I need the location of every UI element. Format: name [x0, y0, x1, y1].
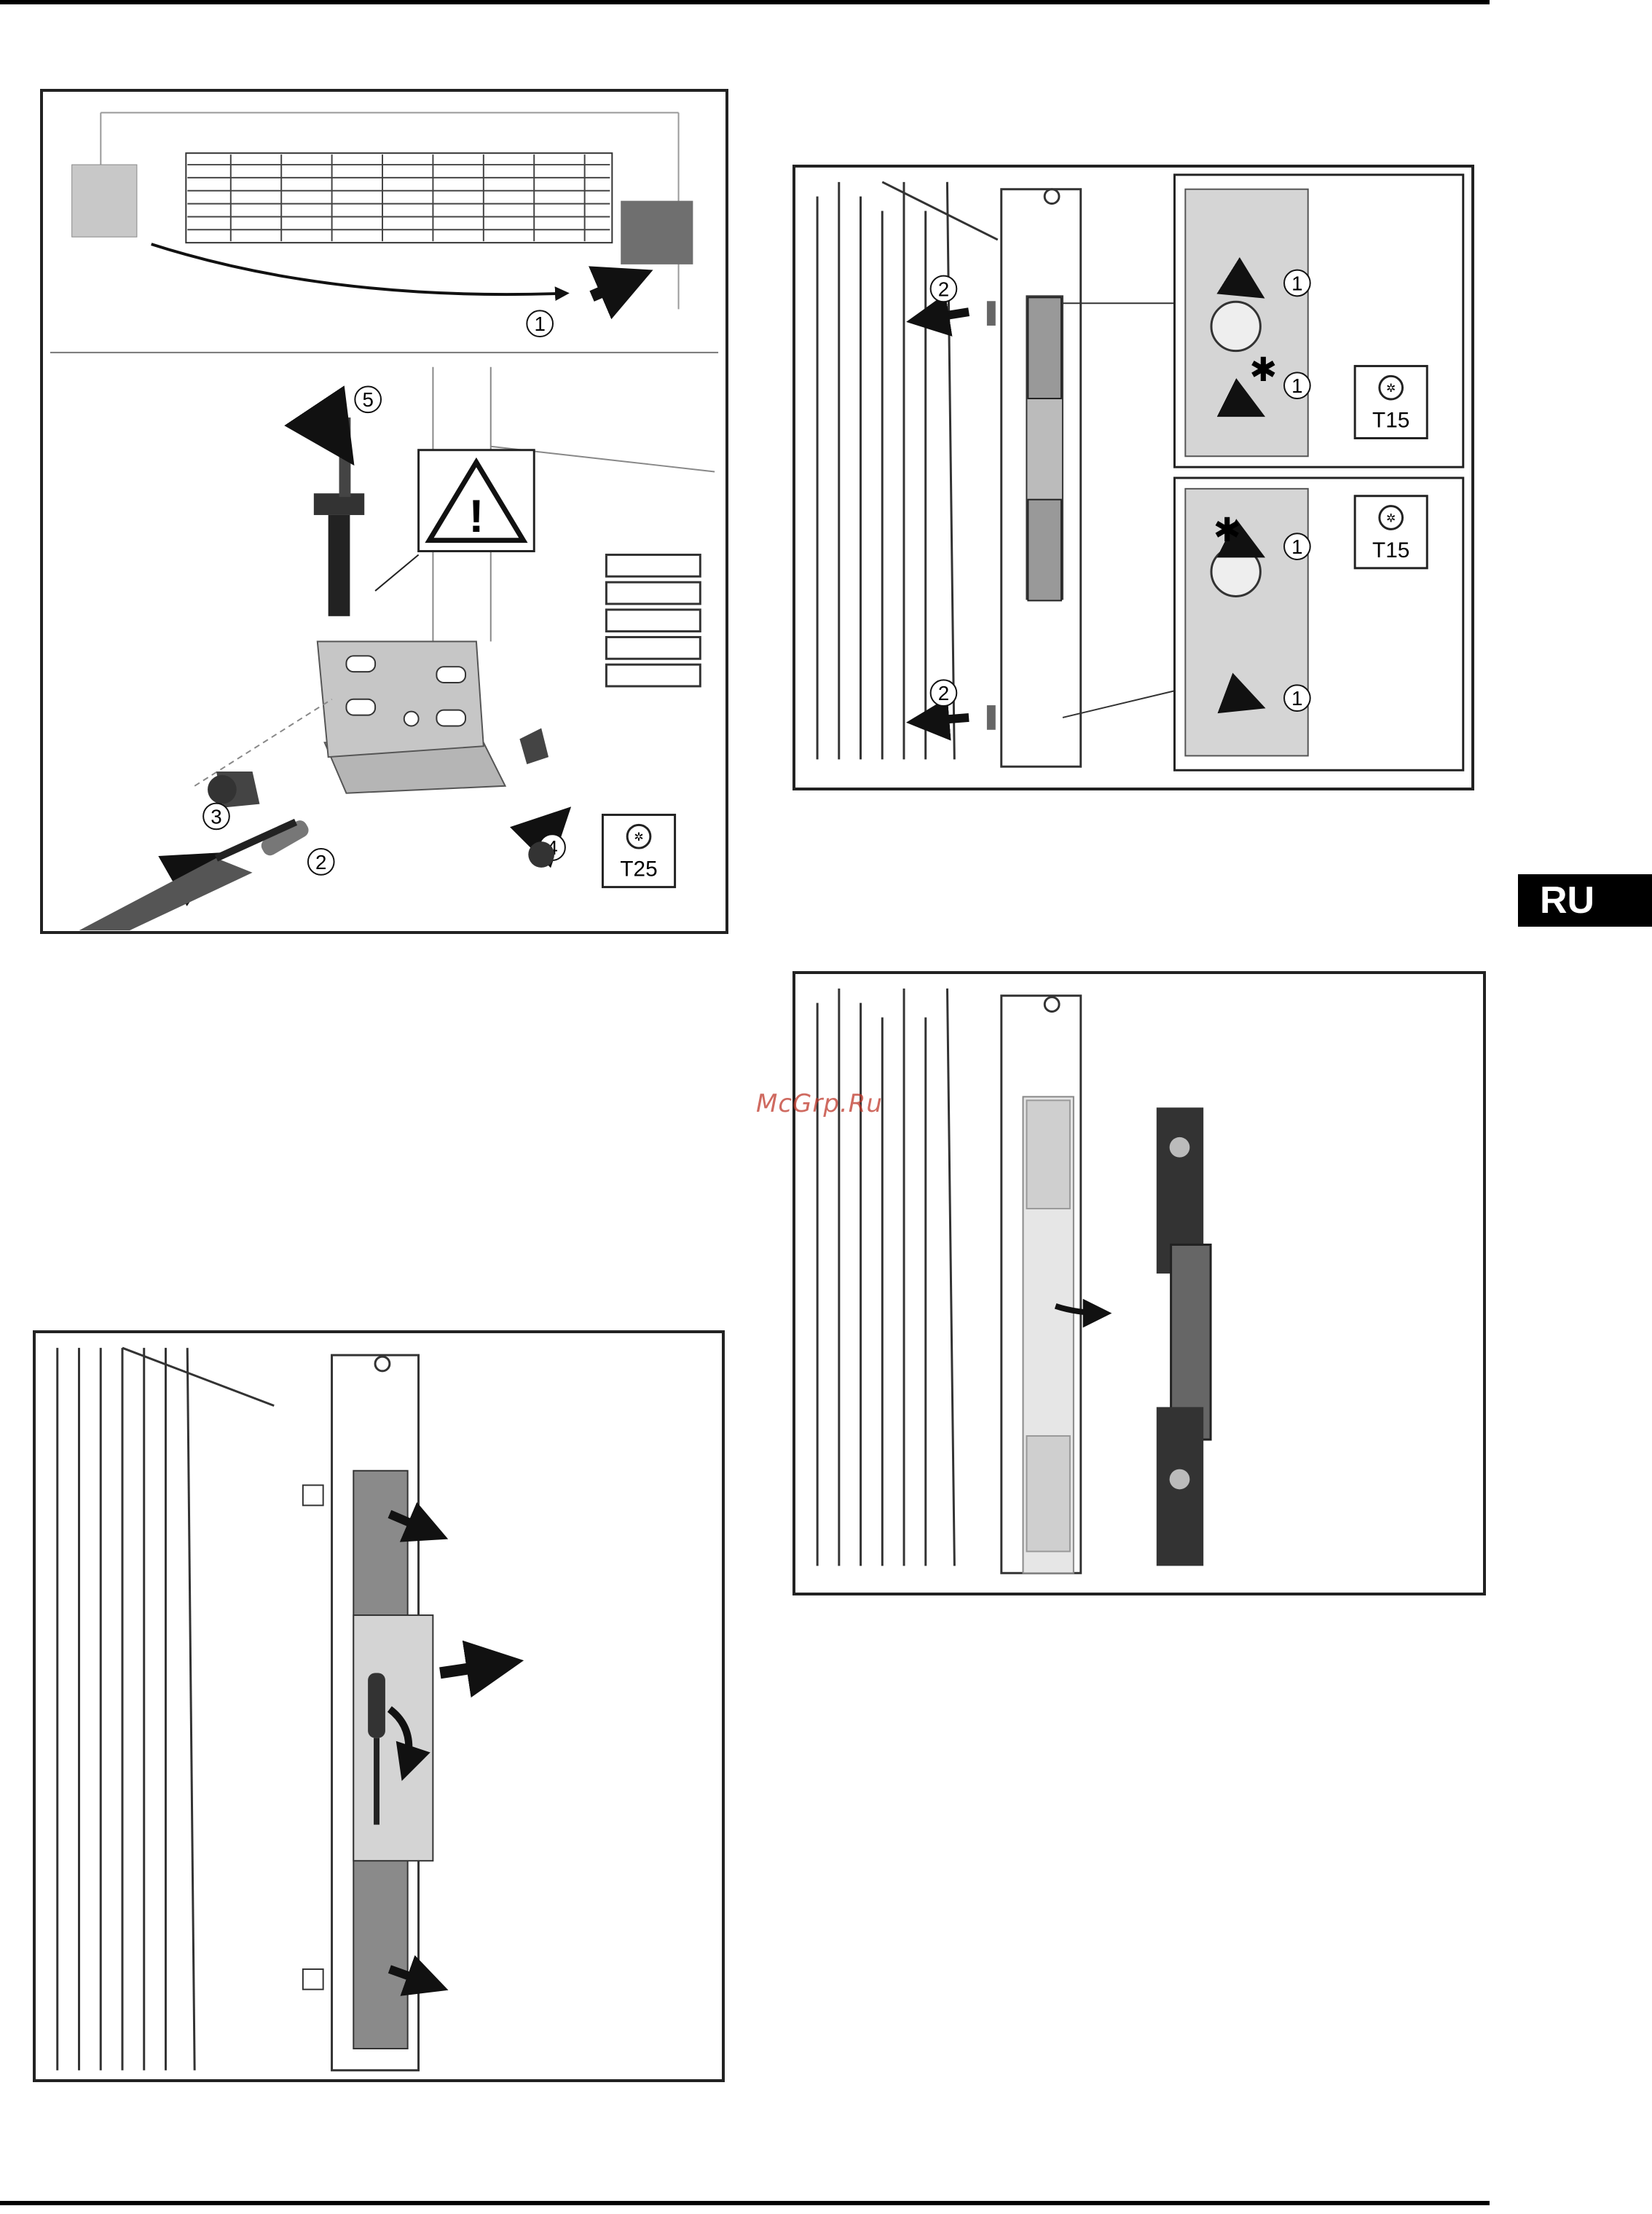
- watermark: McGrp.Ru: [756, 1089, 883, 1118]
- bottom-rule: [0, 2201, 1490, 2205]
- figure-door-hinge-release: 2 2 ✱ 1 1 ✲ T15: [792, 165, 1474, 790]
- hinge-component: [1157, 1107, 1211, 1566]
- torx-t15-icon-upper: ✲ T15: [1355, 366, 1427, 438]
- plinth-grille-illustration: 1: [50, 107, 715, 353]
- callout-2: 2: [315, 851, 326, 874]
- top-rule: [0, 0, 1490, 4]
- figure-hinge-removal: [792, 971, 1486, 1595]
- detail-inset-upper: ✱ 1 1 ✲ T15: [1174, 175, 1463, 467]
- detail-inset-lower: ✱ 1 1 ✲ T15: [1174, 478, 1463, 770]
- warning-triangle-icon: !: [419, 450, 535, 551]
- callout-2-top: 2: [938, 278, 949, 300]
- callout-1-d: 1: [1291, 687, 1302, 710]
- callout-1-b: 1: [1291, 374, 1302, 397]
- screwdriver-icon: [79, 822, 296, 930]
- asterisk-icon: ✱: [1249, 350, 1277, 389]
- tool-label-t15-upper: T15: [1372, 409, 1409, 433]
- callout-1-a: 1: [1291, 272, 1302, 294]
- torx-t25-icon: ✲ T25: [602, 814, 674, 887]
- torx-t15-icon-lower: ✲ T15: [1355, 496, 1427, 568]
- callout-1-c: 1: [1291, 535, 1302, 558]
- svg-text:✱: ✱: [1214, 511, 1241, 549]
- svg-text:✲: ✲: [1386, 511, 1396, 525]
- callout-5: 5: [362, 388, 373, 411]
- svg-text:✲: ✲: [634, 830, 643, 844]
- language-tab: RU: [1518, 874, 1652, 927]
- svg-text:!: !: [468, 491, 484, 542]
- callout-2-bottom: 2: [938, 682, 949, 704]
- callout-3: 3: [211, 805, 221, 828]
- svg-text:✲: ✲: [1386, 381, 1396, 395]
- figure-plinth-and-hinge-bracket: 1 5: [40, 89, 728, 934]
- callout-1: 1: [534, 313, 545, 335]
- figure-door-cover-removal: [33, 1330, 725, 2082]
- tool-label-t15-lower: T15: [1372, 538, 1409, 562]
- hinge-bracket-illustration: 5 ! 3 4 ✲ T25: [79, 367, 715, 930]
- tool-label-t25: T25: [620, 857, 657, 882]
